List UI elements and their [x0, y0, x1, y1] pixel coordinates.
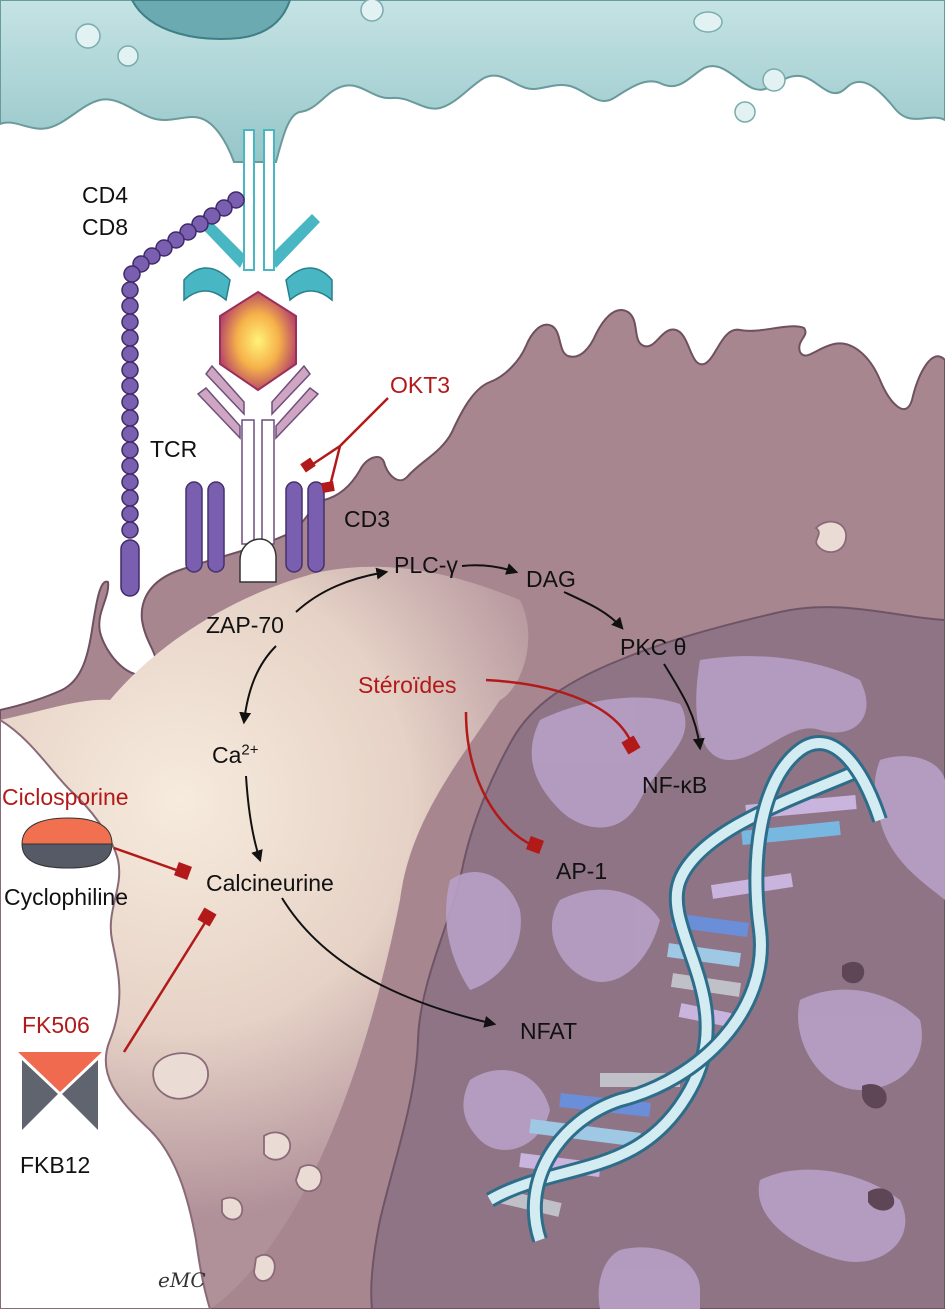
label-cd8: CD8 — [82, 214, 129, 240]
label-pkc-theta: PKC θ — [620, 634, 687, 660]
label-steroides: Stéroïdes — [358, 672, 457, 698]
label-ap1: AP-1 — [556, 858, 608, 884]
label-ciclosporine: Ciclosporine — [2, 784, 129, 810]
arrow-zap70-to-plc — [295, 567, 389, 613]
steroides-to-ap1 — [464, 711, 535, 848]
antigen-presenting-cell — [0, 0, 945, 163]
ciclosporine-inhibition — [113, 846, 183, 874]
cd3-complex-icon — [185, 481, 325, 573]
cd4-cd8-coreceptor-icon — [120, 191, 245, 597]
arrow-pkc-to-nfkb — [663, 663, 705, 751]
label-fkb12: FKB12 — [20, 1152, 91, 1178]
arrow-calcineurine-to-nfat — [281, 897, 497, 1028]
cytoplasm-vesicles — [152, 520, 847, 1282]
label-okt3: OKT3 — [390, 372, 451, 398]
arrow-dag-to-pkc — [563, 591, 624, 630]
arrow-ca-to-calcineurine — [245, 775, 263, 863]
label-dag: DAG — [526, 566, 576, 592]
nucleolus-spots — [842, 961, 895, 1211]
label-cd4: CD4 — [82, 182, 129, 208]
steroides-to-nfkb — [485, 678, 634, 745]
mhc-antigen-icon — [183, 129, 333, 392]
label-ca2plus: Ca2+ — [212, 742, 259, 768]
tcr-receptor-icon — [196, 364, 320, 545]
fkb12-complex-icon — [18, 1052, 102, 1130]
signaling-arrows — [239, 563, 705, 1028]
label-ca-charge: 2+ — [241, 741, 259, 759]
inhibition-lines — [113, 397, 634, 1053]
inhibition-markers — [174, 457, 641, 927]
zeta-chain-icon — [239, 538, 277, 583]
label-nfat: NFAT — [520, 1018, 578, 1044]
label-calcineurine: Calcineurine — [206, 870, 334, 896]
label-nfkb: NF-κB — [642, 772, 708, 798]
dna-helix-icon — [486, 735, 888, 1243]
label-cyclophiline: Cyclophiline — [4, 884, 129, 910]
artist-signature: eMC — [158, 1268, 206, 1292]
label-ca: Ca — [212, 742, 242, 768]
label-plc-gamma: PLC-γ — [394, 552, 458, 578]
okt3-inhibition — [309, 397, 389, 468]
label-zap70: ZAP-70 — [206, 612, 284, 638]
label-tcr: TCR — [150, 436, 198, 462]
label-cd3: CD3 — [344, 506, 391, 532]
apc-nucleus — [130, 0, 292, 40]
arrow-plc-to-dag — [461, 563, 519, 575]
arrow-zap70-to-ca — [239, 645, 277, 725]
fk506-inhibition — [122, 917, 210, 1053]
cyclophiline-complex-icon — [21, 817, 113, 869]
label-fk506: FK506 — [22, 1012, 90, 1038]
apc-vesicles — [75, 0, 786, 123]
